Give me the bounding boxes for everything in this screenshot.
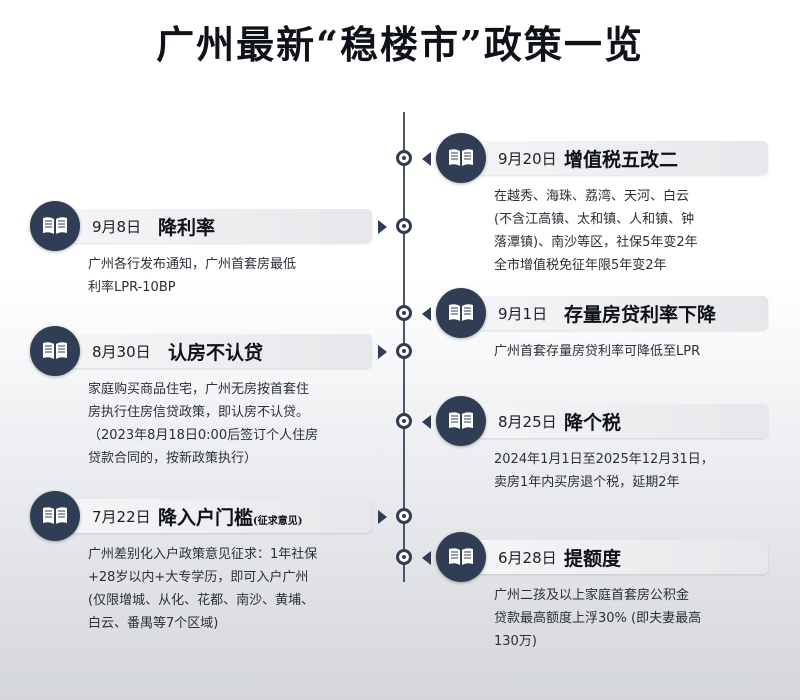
- policy-date: 9月20日: [498, 150, 557, 168]
- policy-item: 6月28日 提额度 广州二孩及以上家庭首套房公积金 贷款最高额度上浮30% (即…: [436, 532, 768, 653]
- policy-item: 9月1日 存量房贷利率下降 广州首套存量房贷利率可降低至LPR: [436, 288, 768, 363]
- policy-label: 提额度: [564, 548, 622, 570]
- policy-description: 广州差别化入户政策意见征求：1年社保 +28岁以内+大专学历，即可入户广州 (仅…: [88, 547, 318, 631]
- book-icon: [436, 532, 486, 582]
- policy-description: 家庭购买商品住宅，广州无房按首套住 房执行住房信贷政策，即认房不认贷。 （202…: [88, 382, 319, 466]
- policy-label: 降入户门槛(征求意见): [158, 503, 302, 530]
- arrow-icon: [422, 551, 431, 565]
- policy-item: 9月8日 降利率 广州各行发布通知，广州首套房最低 利率LPR-10BP: [30, 201, 372, 299]
- policy-item: 7月22日 降入户门槛(征求意见) 广州差别化入户政策意见征求：1年社保 +28…: [30, 491, 372, 635]
- policy-date: 9月8日: [92, 218, 142, 236]
- book-icon: [30, 491, 80, 541]
- policy-description: 在越秀、海珠、荔湾、天河、白云 (不含江高镇、太和镇、人和镇、钟 落潭镇)、南沙…: [494, 189, 698, 273]
- policy-header: 7月22日 降入户门槛(征求意见): [30, 491, 372, 541]
- page-title: 广州最新“稳楼市”政策一览: [156, 22, 644, 67]
- policy-date: 7月22日: [92, 508, 151, 526]
- timeline-node-icon: [396, 218, 412, 234]
- timeline-node-icon: [396, 343, 412, 359]
- policy-description: 广州二孩及以上家庭首套房公积金 贷款最高额度上浮30% (即夫妻最高 130万): [494, 588, 702, 649]
- timeline-node-icon: [396, 150, 412, 166]
- book-icon: [436, 288, 486, 338]
- book-icon: [30, 201, 80, 251]
- policy-header: 9月8日 降利率: [30, 201, 372, 251]
- policy-header: 6月28日 提额度: [436, 532, 768, 582]
- policy-item: 8月30日 认房不认贷 家庭购买商品住宅，广州无房按首套住 房执行住房信贷政策，…: [30, 326, 372, 470]
- timeline-node-icon: [396, 508, 412, 524]
- arrow-icon: [378, 220, 387, 234]
- policy-date: 9月1日: [498, 305, 548, 323]
- policy-label: 认房不认贷: [168, 342, 264, 364]
- arrow-icon: [422, 307, 431, 321]
- arrow-icon: [378, 510, 387, 524]
- policy-label: 增值税五改二: [564, 149, 679, 171]
- policy-item: 9月20日 增值税五改二 在越秀、海珠、荔湾、天河、白云 (不含江高镇、太和镇、…: [436, 133, 768, 277]
- arrow-icon: [378, 345, 387, 359]
- timeline-node-icon: [396, 305, 412, 321]
- arrow-icon: [422, 415, 431, 429]
- policy-item: 8月25日 降个税 2024年1月1日至2025年12月31日， 卖房1年内买房…: [436, 396, 768, 494]
- policy-label-note: (征求意见): [253, 516, 303, 527]
- policy-date: 8月25日: [498, 413, 557, 431]
- policy-header: 8月30日 认房不认贷: [30, 326, 372, 376]
- policy-date: 8月30日: [92, 343, 151, 361]
- policy-header: 9月1日 存量房贷利率下降: [436, 288, 768, 338]
- book-icon: [436, 396, 486, 446]
- policy-label-text: 降入户门槛: [158, 507, 254, 529]
- policy-label: 降个税: [564, 412, 622, 434]
- policy-description: 广州各行发布通知，广州首套房最低 利率LPR-10BP: [88, 257, 297, 295]
- policy-label: 降利率: [158, 217, 216, 239]
- book-icon: [30, 326, 80, 376]
- policy-label: 存量房贷利率下降: [564, 304, 717, 326]
- policy-header: 9月20日 增值税五改二: [436, 133, 768, 183]
- timeline-node-icon: [396, 413, 412, 429]
- arrow-icon: [422, 152, 431, 166]
- policy-header: 8月25日 降个税: [436, 396, 768, 446]
- policy-date: 6月28日: [498, 549, 557, 567]
- timeline-node-icon: [396, 549, 412, 565]
- book-icon: [436, 133, 486, 183]
- policy-description: 广州首套存量房贷利率可降低至LPR: [494, 344, 701, 359]
- policy-description: 2024年1月1日至2025年12月31日， 卖房1年内买房退个税，延期2年: [494, 452, 714, 490]
